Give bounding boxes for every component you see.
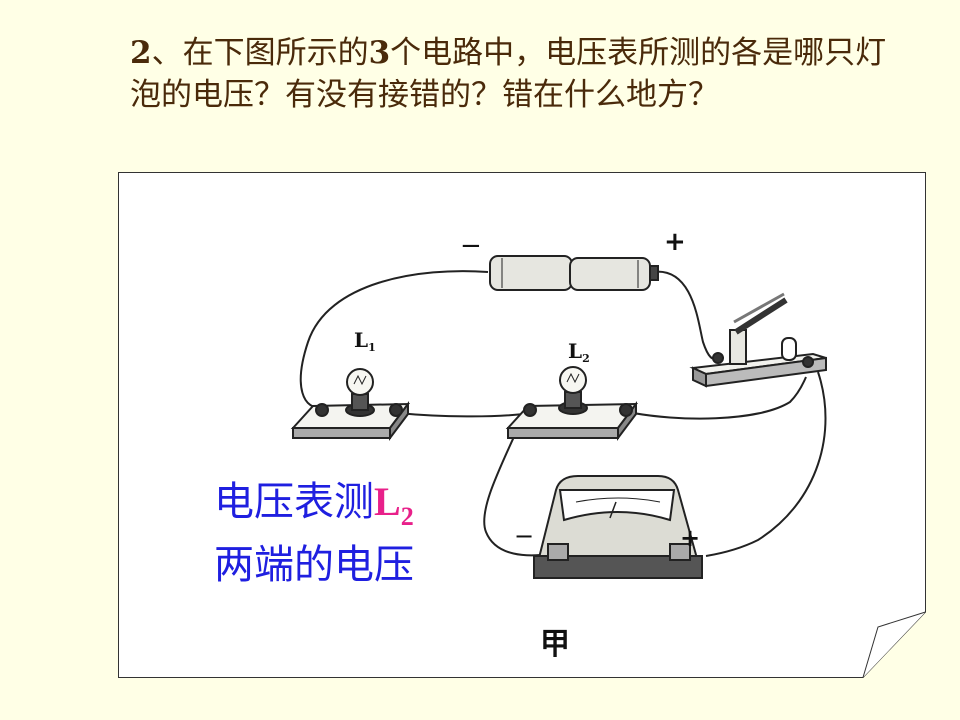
lamp2-board (505, 366, 639, 441)
lamp1-letter: L (354, 328, 368, 352)
circuit-diagram: − + L1 (118, 172, 926, 678)
lamp1-index: 1 (368, 341, 376, 354)
question-count: 3 (368, 35, 391, 71)
lamp2-label: L2 (568, 339, 590, 365)
battery (489, 255, 659, 291)
question-text: 2、在下图所示的3个电路中，电压表所测的各是哪只灯泡的电压？有没有接错的？错在什… (130, 32, 910, 116)
page-curl (862, 611, 926, 678)
answer-line1: 电压表测L2 (214, 478, 414, 541)
meter-plus-label: + (680, 524, 700, 552)
circuit-figure: − + L1 (118, 172, 926, 678)
answer-symbol-subscript: 2 (400, 502, 414, 531)
answer-annotation: 电压表测L2 两端的电压 (214, 478, 414, 589)
battery-minus-label: − (460, 231, 482, 261)
lamp2-index: 2 (582, 352, 590, 365)
lamp1-board (290, 368, 411, 441)
battery-plus-label: + (664, 227, 686, 257)
lamp1-label: L1 (354, 328, 376, 354)
answer-line2: 两端的电压 (214, 542, 414, 588)
wire-meter-minus (483, 427, 551, 557)
voltmeter (533, 475, 703, 579)
answer-line1-text: 电压表测 (214, 479, 374, 525)
wire-battery-lamp1 (299, 270, 489, 410)
wire-lamp1-lamp2 (397, 412, 531, 418)
meter-minus-label: − (514, 522, 534, 550)
question-text-part1: 、在下图所示的 (151, 35, 369, 71)
lamp2-letter: L (568, 339, 582, 363)
question-number: 2 (130, 35, 152, 71)
answer-symbol-letter: L (374, 479, 401, 524)
wire-meter-plus (705, 371, 827, 557)
answer-symbol: L2 (374, 479, 414, 531)
wire-lamp2-switch (627, 376, 807, 420)
figure-caption: 甲 (540, 627, 570, 662)
knife-switch (689, 292, 827, 388)
question-text-part2: 个电路中，电压表所测的各是哪只灯泡的电压？有没有接错的？错在什么地方？ (130, 35, 887, 113)
